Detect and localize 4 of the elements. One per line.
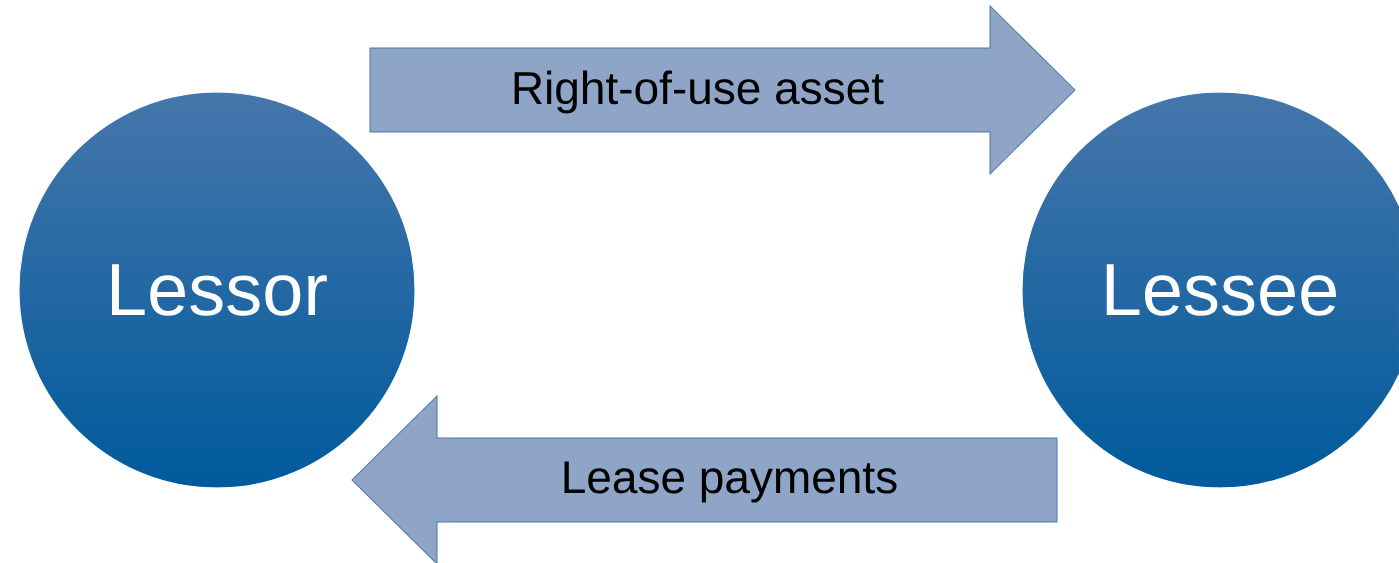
edge-label: Lease payments — [564, 461, 897, 503]
block-arrow — [351, 395, 1058, 563]
edge-label: Right-of-use asset — [514, 70, 884, 114]
block-arrow — [369, 5, 1076, 175]
